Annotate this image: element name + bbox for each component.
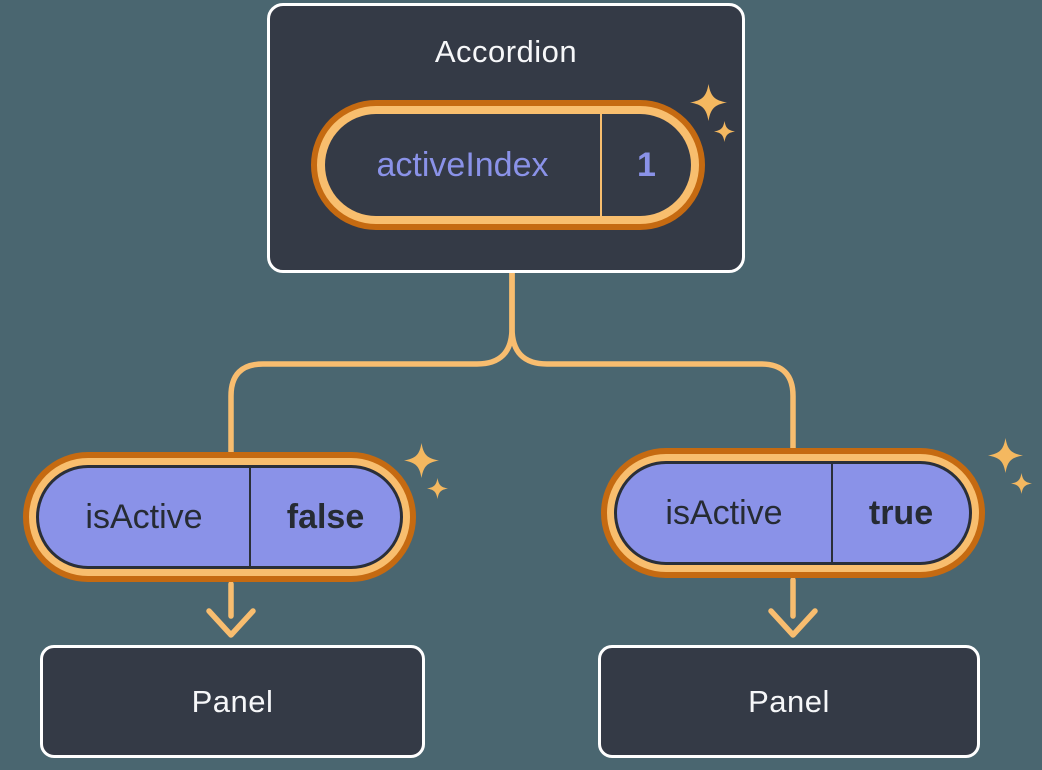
is-active-pill-left-body: isActive false bbox=[36, 465, 403, 569]
active-index-pill-divider bbox=[600, 114, 602, 216]
is-active-pill-right-divider bbox=[831, 464, 833, 562]
sparkle-icon-large-left bbox=[404, 443, 439, 478]
is-active-pill-right: isActive true bbox=[601, 448, 985, 578]
active-index-state-pill: activeIndex 1 bbox=[311, 100, 705, 230]
arrow-left-head bbox=[206, 608, 256, 638]
is-active-pill-left: isActive false bbox=[23, 452, 416, 582]
sparkle-icon-small-right bbox=[1011, 473, 1032, 494]
panel-node-right: Panel bbox=[598, 645, 980, 758]
panel-node-left: Panel bbox=[40, 645, 425, 758]
active-index-pill-body: activeIndex 1 bbox=[325, 114, 691, 216]
is-active-value-left: false bbox=[286, 497, 365, 536]
active-index-value: 1 bbox=[637, 145, 656, 184]
sparkle-icon-small-left bbox=[427, 478, 448, 499]
sparkle-icon-large-top bbox=[690, 84, 727, 121]
is-active-pill-right-body: isActive true bbox=[614, 461, 972, 565]
panel-label-left: Panel bbox=[191, 683, 274, 719]
connector-left-branch bbox=[228, 269, 515, 457]
is-active-value-right: true bbox=[868, 493, 934, 532]
sparkle-icon-large-right bbox=[988, 438, 1023, 473]
is-active-label-right: isActive bbox=[665, 493, 783, 532]
arrow-right-head bbox=[768, 608, 818, 638]
is-active-label-left: isActive bbox=[85, 497, 203, 536]
sparkle-icon-small-top bbox=[714, 121, 735, 142]
is-active-pill-left-divider bbox=[249, 468, 251, 566]
connector-right-branch bbox=[509, 269, 796, 453]
active-index-label: activeIndex bbox=[376, 145, 549, 184]
panel-label-right: Panel bbox=[748, 683, 830, 719]
accordion-title: Accordion bbox=[434, 34, 578, 69]
